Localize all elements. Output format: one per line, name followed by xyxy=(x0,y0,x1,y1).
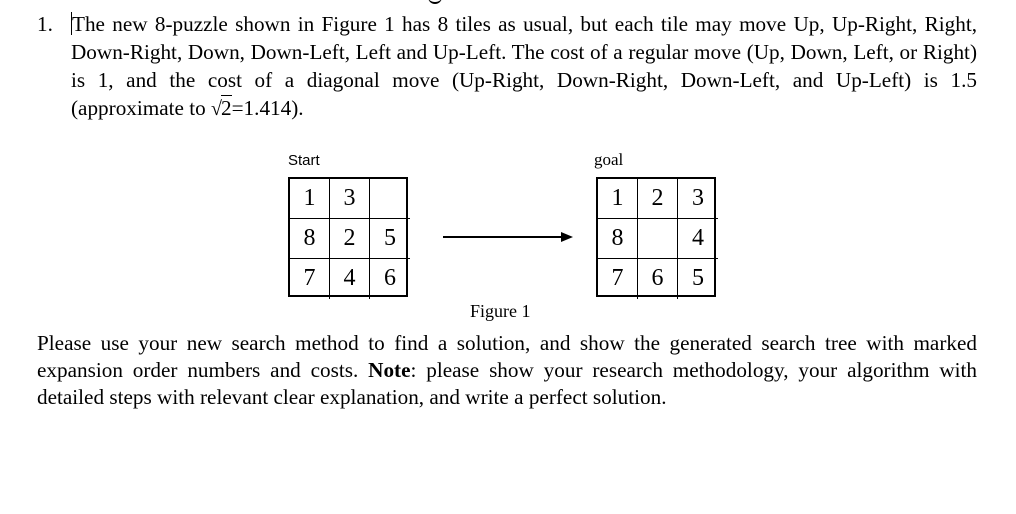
cropped-text-fragment xyxy=(428,0,442,4)
goal-label: goal xyxy=(594,150,624,169)
goal-tile-1: 1 xyxy=(598,179,638,219)
goal-tile-5 xyxy=(638,219,678,259)
text-cursor xyxy=(71,12,72,35)
start-tile-2: 3 xyxy=(330,179,370,219)
note-label: Note xyxy=(368,358,411,382)
goal-tile-6: 4 xyxy=(678,219,718,259)
goal-tile-4: 8 xyxy=(598,219,638,259)
problem-text-before-sqrt: The new 8-puzzle shown in Figure 1 has 8… xyxy=(71,12,977,120)
goal-tile-7: 7 xyxy=(598,259,638,299)
start-tile-8: 4 xyxy=(330,259,370,299)
problem-number: 1. xyxy=(37,12,53,36)
goal-tile-2: 2 xyxy=(638,179,678,219)
start-tile-7: 7 xyxy=(290,259,330,299)
radical-symbol: √ xyxy=(211,98,223,120)
start-tile-3 xyxy=(370,179,410,219)
goal-tile-9: 5 xyxy=(692,265,704,291)
start-tile-6: 5 xyxy=(370,219,410,259)
problem-statement: 1. The new 8-puzzle shown in Figure 1 ha… xyxy=(37,10,977,123)
start-tile-9: 6 xyxy=(384,265,396,291)
goal-tile-3: 3 xyxy=(678,179,718,219)
start-tile-5: 2 xyxy=(330,219,370,259)
start-tile-4: 8 xyxy=(290,219,330,259)
start-label: Start xyxy=(288,152,320,169)
figure-caption: Figure 1 xyxy=(470,301,531,321)
radicand: 2 xyxy=(221,95,232,120)
goal-tile-8: 6 xyxy=(638,259,678,299)
task-instruction: Please use your new search method to fin… xyxy=(37,330,977,411)
instruction-text-first: Please use your new search method to fin… xyxy=(37,331,977,382)
start-tile-1: 1 xyxy=(290,179,330,219)
problem-text-after-sqrt: =1.414). xyxy=(231,96,304,120)
square-root-expression: √2 xyxy=(211,95,232,120)
problem-description: The new 8-puzzle shown in Figure 1 has 8… xyxy=(71,10,977,123)
transition-arrow xyxy=(443,232,573,242)
instruction-text-second: : please show your research methodology,… xyxy=(37,358,977,409)
